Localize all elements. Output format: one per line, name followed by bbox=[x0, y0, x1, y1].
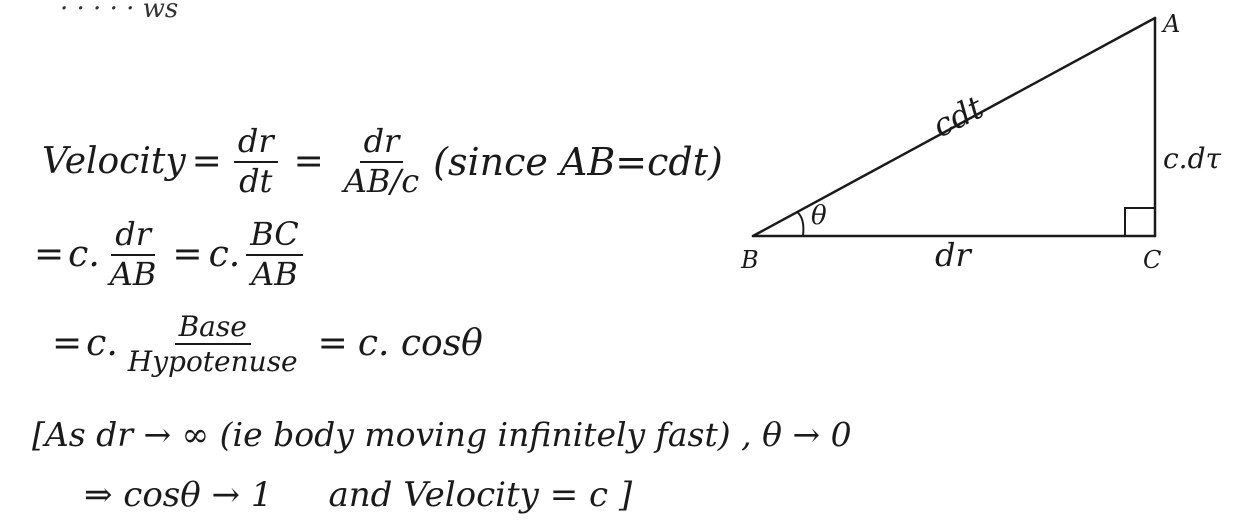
right-angle-marker bbox=[1124, 207, 1155, 236]
limit-statement-line: [As dr → ∞ (ie body moving infinitely fa… bbox=[32, 418, 852, 451]
angle-arc bbox=[796, 211, 805, 237]
limit-statement: [As dr → ∞ (ie body moving infinitely fa… bbox=[32, 415, 852, 454]
numerator: dr bbox=[359, 124, 404, 163]
vertex-label-a: A bbox=[1161, 10, 1180, 38]
hypotenuse-line bbox=[751, 16, 1157, 238]
equals-sign: = bbox=[52, 323, 83, 365]
cos-theta-limit: ⇒ cosθ → 1 bbox=[84, 475, 273, 515]
equals-sign: = bbox=[293, 140, 324, 182]
fraction-bc-ab: BC AB bbox=[246, 217, 303, 293]
denominator: dt bbox=[239, 161, 273, 200]
vertex-label-c: C bbox=[1143, 246, 1161, 274]
triangle-diagram: A B C cdt c.dτ dr θ bbox=[735, 10, 1222, 280]
denominator: Hypotenuse bbox=[127, 345, 298, 379]
velocity-equation-line-3: = c. Base Hypotenuse = c. cosθ bbox=[52, 312, 483, 377]
equals-sign: = bbox=[34, 233, 65, 275]
numerator: Base bbox=[174, 312, 251, 346]
numerator: BC bbox=[246, 217, 303, 256]
velocity-equation-line-1: Velocity = dr dt = dr AB/c (since AB=cdt… bbox=[42, 124, 723, 200]
vertex-label-b: B bbox=[740, 246, 759, 274]
velocity-label: Velocity bbox=[42, 140, 186, 182]
triangle-svg: A B C cdt c.dτ dr θ bbox=[740, 10, 1222, 274]
fraction-dr-ab: dr AB bbox=[106, 217, 161, 293]
vertical-side-label: c.dτ bbox=[1163, 142, 1222, 175]
equals-sign: = bbox=[317, 323, 348, 365]
speed-of-light-factor: c. bbox=[208, 233, 241, 275]
denominator: AB bbox=[251, 254, 298, 293]
c-cos-theta: c. cosθ bbox=[357, 323, 483, 365]
speed-of-light-factor: c. bbox=[68, 233, 100, 275]
fraction-dr-ab-over-c: dr AB/c bbox=[340, 124, 423, 200]
denominator: AB/c bbox=[343, 161, 420, 200]
numerator: dr bbox=[233, 124, 278, 163]
angle-label: θ bbox=[811, 201, 827, 231]
fraction-dr-dt: dr dt bbox=[233, 124, 278, 200]
speed-of-light-factor: c. bbox=[86, 323, 118, 365]
since-note: (since AB=cdt) bbox=[433, 139, 723, 184]
velocity-equation-line-2: = c. dr AB = c. BC AB bbox=[34, 217, 309, 293]
equals-sign: = bbox=[172, 233, 203, 275]
equals-sign: = bbox=[191, 140, 222, 182]
cut-off-top-text: · · · · · ws bbox=[60, 0, 179, 24]
numerator: dr bbox=[111, 217, 155, 256]
conclusion-line: ⇒ cosθ → 1 and Velocity = c ] bbox=[84, 478, 632, 512]
base-label: dr bbox=[935, 236, 972, 274]
fraction-base-hypotenuse: Base Hypotenuse bbox=[124, 312, 302, 377]
denominator: AB bbox=[109, 254, 157, 293]
velocity-equals-c: and Velocity = c ] bbox=[328, 475, 633, 515]
